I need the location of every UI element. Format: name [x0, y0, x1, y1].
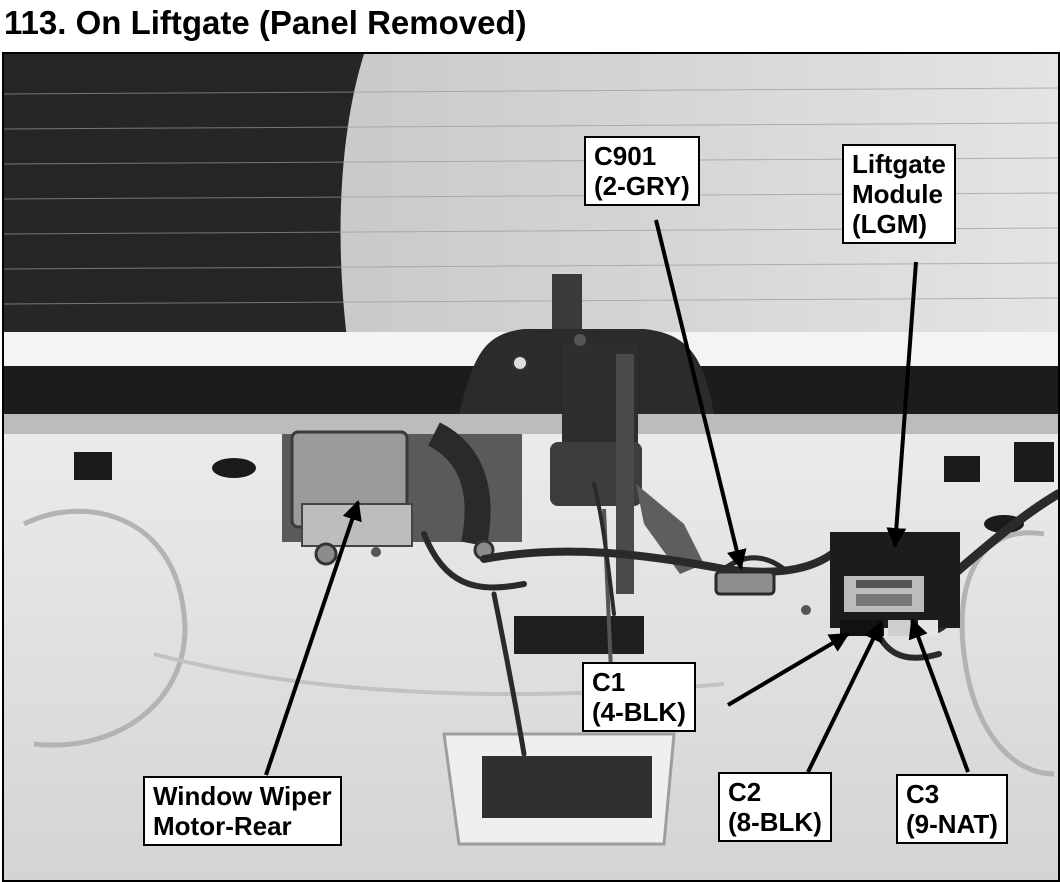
panel-edge [4, 414, 1058, 434]
callout-c901: C901 (2-GRY) [584, 136, 700, 206]
latch-mechanism [550, 274, 704, 695]
liftgate-module-body [830, 532, 960, 636]
callout-lgm: Liftgate Module (LGM) [842, 144, 956, 244]
callout-c1-line1: C1 [592, 667, 626, 697]
callout-c3-line2: (9-NAT) [906, 809, 998, 839]
arrow-c2 [806, 621, 883, 773]
panel-hole-corner [1014, 442, 1054, 482]
glass-shadow [4, 54, 364, 354]
page-title: 113. On Liftgate (Panel Removed) [4, 4, 527, 41]
c901-connector [714, 570, 776, 596]
callout-lgm-line3: (LGM) [852, 209, 928, 239]
callout-c2-line2: (8-BLK) [728, 807, 822, 837]
center-opening [514, 616, 644, 654]
panel-contour-left [22, 508, 188, 748]
callout-c901-line2: (2-GRY) [594, 171, 690, 201]
wiper-motor-assembly [282, 422, 522, 566]
callout-lgm-line2: Module [852, 179, 943, 209]
callout-c3-line1: C3 [906, 779, 940, 809]
wiring-harness [421, 482, 1058, 757]
bolt [574, 334, 586, 346]
bolt [512, 355, 528, 371]
callout-wiper: Window Wiper Motor-Rear [143, 776, 342, 846]
bolt [801, 605, 811, 615]
arrow-c3 [908, 618, 970, 773]
bolt [371, 547, 381, 557]
latch-opening [482, 756, 652, 818]
panel-hole-left [74, 452, 112, 480]
callout-wiper-line1: Window Wiper [153, 781, 332, 811]
callout-lgm-line1: Liftgate [852, 149, 946, 179]
callout-c3: C3 (9-NAT) [896, 774, 1008, 844]
panel-slot-left [212, 458, 256, 478]
callout-c2-line1: C2 [728, 777, 762, 807]
arrow-c901 [654, 219, 747, 570]
arrow-lgm [886, 261, 918, 548]
callout-c2: C2 (8-BLK) [718, 772, 832, 842]
callout-wiper-line2: Motor-Rear [153, 811, 292, 841]
arrow-wiper [264, 500, 362, 776]
arrow-c1 [726, 632, 850, 707]
callout-c1-line2: (4-BLK) [592, 697, 686, 727]
panel-hole-right [944, 456, 980, 482]
callout-c1: C1 (4-BLK) [582, 662, 696, 732]
callout-c901-line1: C901 [594, 141, 657, 171]
